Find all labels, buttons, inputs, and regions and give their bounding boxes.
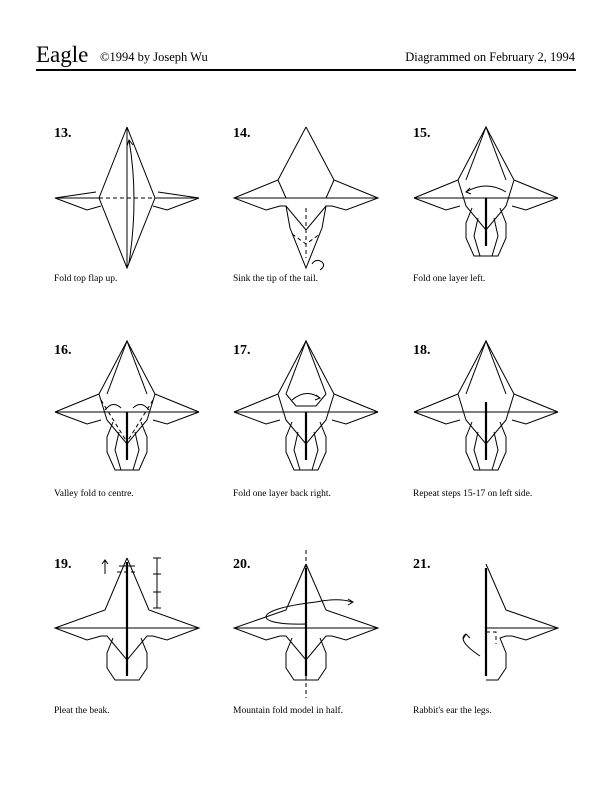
step-14-number: 14. bbox=[233, 126, 251, 141]
step-18-caption: Repeat steps 15-17 on left side. bbox=[413, 489, 533, 499]
rabbit-ear-arrow-icon bbox=[462, 633, 481, 657]
step-15-diagram bbox=[413, 126, 559, 257]
step-17-diagram bbox=[233, 340, 379, 471]
step-21-number: 21. bbox=[413, 557, 431, 572]
step-21-diagram bbox=[462, 563, 560, 681]
fold-arrow-icon bbox=[128, 139, 135, 264]
fold-arrow-icon bbox=[104, 404, 122, 411]
step-20-number: 20. bbox=[233, 557, 251, 572]
step-19-number: 19. bbox=[54, 557, 72, 572]
step-14-diagram bbox=[232, 126, 380, 271]
step-16-diagram bbox=[54, 340, 200, 471]
step-13-diagram bbox=[54, 126, 200, 270]
step-17-number: 17. bbox=[233, 343, 251, 358]
step-13-number: 13. bbox=[54, 126, 72, 141]
step-18-diagram bbox=[413, 340, 559, 471]
step-13-caption: Fold top flap up. bbox=[54, 274, 118, 284]
mountain-fold-arrow-icon bbox=[265, 601, 317, 625]
step-20-diagram bbox=[232, 550, 380, 698]
diagram-title: Eagle bbox=[36, 42, 89, 67]
step-14-caption: Sink the tip of the tail. bbox=[233, 274, 318, 284]
sink-arrow-icon bbox=[311, 259, 325, 271]
step-17-caption: Fold one layer back right. bbox=[233, 489, 331, 499]
step-16-caption: Valley fold to centre. bbox=[54, 489, 134, 499]
fold-arrow-icon bbox=[291, 393, 321, 401]
header-rule bbox=[36, 69, 576, 71]
step-20-caption: Mountain fold model in half. bbox=[233, 706, 344, 716]
fold-arrow-icon bbox=[132, 404, 150, 411]
step-21-caption: Rabbit's ear the legs. bbox=[413, 706, 492, 716]
step-18-number: 18. bbox=[413, 343, 431, 358]
copyright-author: ©1994 by Joseph Wu bbox=[100, 50, 208, 64]
fold-arrow-icon bbox=[465, 185, 507, 193]
step-15-number: 15. bbox=[413, 126, 431, 141]
step-16-number: 16. bbox=[54, 343, 72, 358]
step-19-caption: Pleat the beak. bbox=[54, 706, 110, 716]
step-19-diagram bbox=[53, 557, 201, 681]
step-15-caption: Fold one layer left. bbox=[413, 274, 486, 284]
diagram-date: Diagrammed on February 2, 1994 bbox=[405, 50, 575, 64]
